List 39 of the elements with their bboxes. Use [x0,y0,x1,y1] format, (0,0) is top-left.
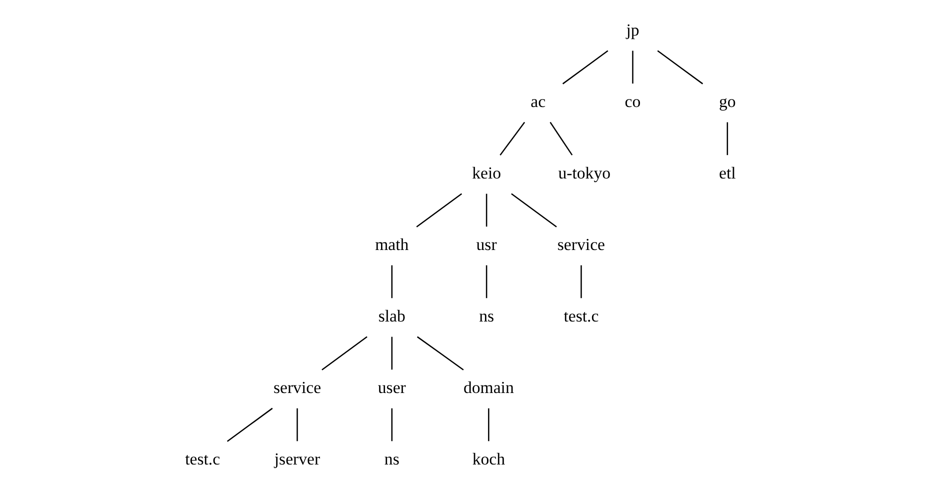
connector [580,265,582,298]
node-text: go [718,92,736,111]
connector [562,50,608,84]
node-text: test.c [184,450,220,469]
node-text: etl [718,163,736,182]
node-text: service [556,234,605,254]
node-text: usr [476,234,496,254]
node-text: service [272,378,321,398]
connector [226,408,272,442]
node-text: slab [378,306,405,326]
node-text: jp [626,20,639,40]
node-text: jserver [274,450,320,469]
connector [656,50,703,84]
node-text: test.c [563,306,598,326]
node-text: ns [478,306,494,326]
connector [416,336,464,370]
node-text: koch [472,450,505,469]
connector [549,122,572,156]
connector [390,408,392,442]
node-text: domain [462,378,514,398]
connector [510,193,556,228]
node-text: ac [530,92,546,111]
connector [390,265,392,298]
connector [485,265,487,298]
node-text: keio [472,163,501,182]
node-text: u-tokyo [558,163,610,182]
connector [632,50,633,84]
node-text: co [624,92,640,111]
connector [390,336,392,370]
node-text: ns [384,450,399,469]
connector [296,408,298,442]
connector [488,408,489,442]
node-text: user [377,378,406,398]
connector [499,122,525,156]
connector [485,194,487,227]
connector [321,336,367,370]
node-text: math [374,234,408,254]
connector [416,193,462,228]
connector [726,122,728,156]
